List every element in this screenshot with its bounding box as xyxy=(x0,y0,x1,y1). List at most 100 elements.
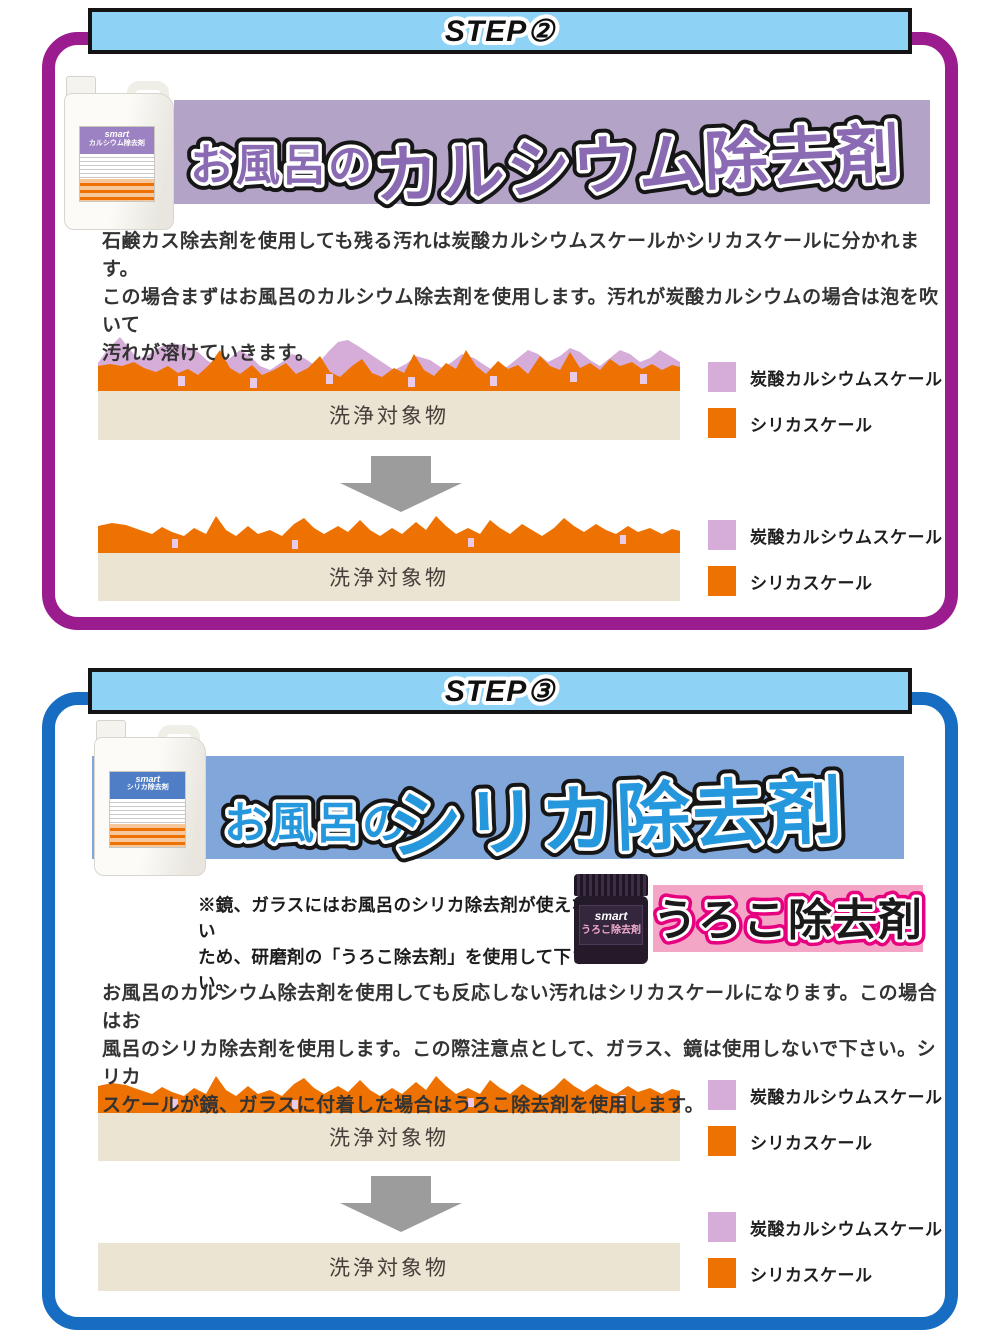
calcium-swatch xyxy=(708,520,736,550)
calcium-specks xyxy=(178,372,647,388)
legend-calcium-label: 炭酸カルシウムスケール xyxy=(750,527,943,547)
step3-title-banner: お風呂の お風呂の お風呂の シリカ除去剤 シリカ除去剤 シリカ除去剤 xyxy=(92,756,904,876)
legend-silica-label: シリカスケール xyxy=(750,1133,873,1153)
step3-header-title: STEP③ STEP③ xyxy=(441,672,559,710)
svg-text:うろこ除去剤: うろこ除去剤 xyxy=(653,896,923,945)
svg-text:うろこ除去剤: うろこ除去剤 xyxy=(653,896,923,945)
bottle-product-name: カルシウム除去剤 xyxy=(88,139,145,147)
silica-scale-layer xyxy=(98,516,680,553)
legend-row-silica: シリカスケール xyxy=(708,566,943,596)
bottle-label-warning-stripes xyxy=(110,824,186,847)
calcium-swatch xyxy=(708,1080,736,1110)
legend-calcium-label: 炭酸カルシウムスケール xyxy=(750,1219,943,1239)
bottle-brand: smart xyxy=(104,129,130,140)
bottle-body: smart カルシウム除去剤 xyxy=(64,92,174,230)
svg-text:うろこ除去剤: うろこ除去剤 xyxy=(653,896,923,945)
step2-product-bottle: smart カルシウム除去剤 xyxy=(64,76,174,230)
bottle-product-name: シリカ除去剤 xyxy=(126,784,169,792)
legend-silica-label: シリカスケール xyxy=(750,573,873,593)
legend-row-silica: シリカスケール xyxy=(708,1126,943,1156)
step2-header-bar: STEP② STEP② xyxy=(88,8,912,54)
bottle-brand: smart xyxy=(135,773,161,784)
surface-bar: 洗浄対象物 xyxy=(98,553,680,601)
down-arrow-icon xyxy=(340,456,462,512)
uroko-banner: うろこ除去剤 うろこ除去剤 うろこ除去剤 xyxy=(647,885,929,952)
surface-bar: 洗浄対象物 xyxy=(98,1113,680,1161)
calcium-specks xyxy=(172,535,626,549)
scale-diagram-before xyxy=(98,1076,680,1113)
step2-title-text: お風呂の お風呂の お風呂の カルシウム除去剤 カルシウム除去剤 カルシウム除去… xyxy=(183,110,912,220)
svg-text:お風呂の: お風呂の xyxy=(224,799,408,848)
legend-calcium-label: 炭酸カルシウムスケール xyxy=(750,369,943,389)
svg-text:お風呂の: お風呂の xyxy=(190,141,374,190)
svg-text:お風呂の: お風呂の xyxy=(190,141,374,190)
svg-text:STEP②: STEP② xyxy=(445,15,556,48)
silica-swatch xyxy=(708,566,736,596)
step3-paragraph: お風呂のカルシウム除去剤を使用しても反応しない汚れはシリカスケールになります。こ… xyxy=(102,980,950,1120)
silica-swatch xyxy=(708,1258,736,1288)
legend-step3-after: 炭酸カルシウムスケール シリカスケール xyxy=(708,1212,943,1304)
svg-text:お風呂の: お風呂の xyxy=(224,799,408,848)
legend-silica-label: シリカスケール xyxy=(750,415,873,435)
silica-swatch xyxy=(708,1126,736,1156)
legend-row-silica: シリカスケール xyxy=(708,1258,943,1288)
step3-note-line2: ため、研磨剤の「うろこ除去剤」を使用して下さい。 xyxy=(198,947,590,993)
bottle-label-warning-stripes xyxy=(80,178,154,201)
jar-label: smart うろこ除去剤 xyxy=(579,905,643,945)
silica-scale-layer xyxy=(98,1076,680,1113)
bottle-label: smart シリカ除去剤 xyxy=(109,770,187,848)
svg-text:シリカ除去剤: シリカ除去剤 xyxy=(387,769,846,868)
step3-note: ※鏡、ガラスにはお風呂のシリカ除去剤が使えない ため、研磨剤の「うろこ除去剤」を… xyxy=(198,892,598,996)
surface-bar: 洗浄対象物 xyxy=(98,390,680,440)
step3-header-bar: STEP③ STEP③ xyxy=(88,668,912,714)
svg-text:お風呂の: お風呂の xyxy=(224,799,408,848)
calcium-specks xyxy=(172,1095,626,1109)
step3-paragraph-line1: お風呂のカルシウム除去剤を使用しても反応しない汚れはシリカスケールになります。こ… xyxy=(102,983,938,1032)
calcium-swatch xyxy=(708,362,736,392)
svg-text:STEP③: STEP③ xyxy=(445,675,556,708)
step2-header-title: STEP② STEP② xyxy=(441,12,559,50)
legend-row-silica: シリカスケール xyxy=(708,408,943,438)
step3-product-bottle: smart シリカ除去剤 xyxy=(94,720,206,876)
svg-text:カルシウム除去剤: カルシウム除去剤 xyxy=(373,118,904,213)
jar-product-name: うろこ除去剤 xyxy=(580,924,641,936)
jar-cap xyxy=(574,874,648,896)
down-arrow-icon xyxy=(340,1176,462,1232)
svg-text:STEP②: STEP② xyxy=(445,15,556,48)
scale-diagram-after xyxy=(98,516,680,553)
legend-step2-before: 炭酸カルシウムスケール シリカスケール xyxy=(708,362,943,454)
jar-brand: smart xyxy=(594,909,628,924)
step3-title-text: お風呂の お風呂の お風呂の シリカ除去剤 シリカ除去剤 シリカ除去剤 xyxy=(217,762,854,876)
svg-text:シリカ除去剤: シリカ除去剤 xyxy=(387,769,846,868)
surface-label: 洗浄対象物 xyxy=(329,567,449,590)
bottle-label: smart カルシウム除去剤 xyxy=(79,126,155,202)
scale-diagram-before xyxy=(98,337,680,391)
silica-scale-layer xyxy=(98,350,680,391)
step3-paragraph-line2: 風呂のシリカ除去剤を使用します。この際注意点として、ガラス、鏡は使用しないで下さ… xyxy=(102,1039,937,1088)
jar-body: smart うろこ除去剤 xyxy=(574,895,648,964)
surface-label: 洗浄対象物 xyxy=(329,1257,449,1280)
surface-label: 洗浄対象物 xyxy=(329,1127,449,1150)
svg-text:STEP③: STEP③ xyxy=(445,675,556,708)
surface-bar-clean: 洗浄対象物 xyxy=(98,1243,680,1291)
legend-row-calcium: 炭酸カルシウムスケール xyxy=(708,362,943,392)
uroko-product-jar: smart うろこ除去剤 xyxy=(574,874,648,964)
bottle-label-text-lines xyxy=(110,798,186,825)
legend-silica-label: シリカスケール xyxy=(750,1265,873,1285)
legend-row-calcium: 炭酸カルシウムスケール xyxy=(708,1212,943,1242)
calcium-swatch xyxy=(708,1212,736,1242)
bottle-label-text-lines xyxy=(80,153,154,179)
legend-step3-before: 炭酸カルシウムスケール シリカスケール xyxy=(708,1080,943,1172)
step3-paragraph-line3: スケールが鏡、ガラスに付着した場合はうろこ除去剤を使用します。 xyxy=(102,1095,705,1116)
legend-row-calcium: 炭酸カルシウムスケール xyxy=(708,1080,943,1110)
legend-calcium-label: 炭酸カルシウムスケール xyxy=(750,1087,943,1107)
step2-paragraph-line2: この場合まずはお風呂のカルシウム除去剤を使用します。汚れが炭酸カルシウムの場合は… xyxy=(102,287,939,336)
step2-title-banner: お風呂の お風呂の お風呂の カルシウム除去剤 カルシウム除去剤 カルシウム除去… xyxy=(174,100,930,220)
legend-row-calcium: 炭酸カルシウムスケール xyxy=(708,520,943,550)
surface-label: 洗浄対象物 xyxy=(329,405,449,428)
step2-paragraph: 石鹸カス除去剤を使用しても残る汚れは炭酸カルシウムスケールかシリカスケールに分か… xyxy=(102,228,950,368)
step3-note-line1: ※鏡、ガラスにはお風呂のシリカ除去剤が使えない xyxy=(198,895,590,941)
step2-paragraph-line1: 石鹸カス除去剤を使用しても残る汚れは炭酸カルシウムスケールかシリカスケールに分か… xyxy=(102,231,920,280)
step2-paragraph-line3: 汚れが溶けていきます。 xyxy=(102,343,315,364)
